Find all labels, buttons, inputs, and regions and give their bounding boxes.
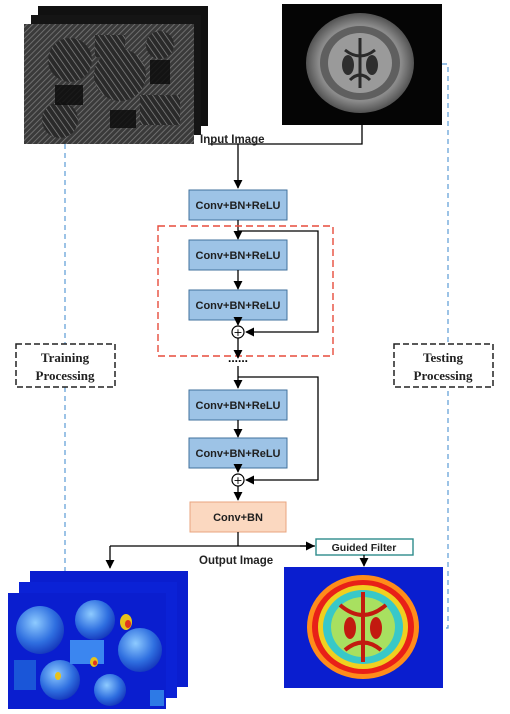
conv-bn-relu-block-3 <box>188 289 288 321</box>
testing-label-line2: Processing <box>414 368 473 383</box>
conv-bn-relu-block-4-label: Conv+BN+ReLU <box>196 400 281 412</box>
testing-input-image-brain-mri <box>282 4 442 125</box>
conv-bn-relu-block-1-label: Conv+BN+ReLU <box>196 200 281 212</box>
sum-node-1-symbol: + <box>233 326 242 339</box>
training-processing-box: Training Processing <box>15 343 116 388</box>
training-output-image-stack <box>8 571 188 709</box>
testing-output-segmentation-map <box>284 567 443 688</box>
training-label-line1: Training <box>41 350 90 365</box>
output-image-label: Output Image <box>199 555 273 567</box>
conv-bn-relu-block-1 <box>188 189 288 221</box>
sum-node-2-symbol: + <box>233 474 242 487</box>
residual-block-highlight <box>157 225 334 357</box>
training-label-line2: Processing <box>36 368 95 383</box>
conv-bn-relu-block-4 <box>188 389 288 421</box>
guided-filter-label: Guided Filter <box>332 542 397 554</box>
input-image-label: Input Image <box>200 134 265 146</box>
conv-bn-block-label: Conv+BN <box>213 512 263 524</box>
conv-bn-block <box>189 501 287 533</box>
testing-processing-box: Testing Processing <box>393 343 494 388</box>
conv-bn-relu-block-2-label: Conv+BN+ReLU <box>196 250 281 262</box>
testing-label-line1: Testing <box>423 350 463 365</box>
training-input-image-stack <box>24 6 208 144</box>
ellipsis-label: ...... <box>228 351 248 365</box>
conv-bn-relu-block-3-label: Conv+BN+ReLU <box>196 300 281 312</box>
conv-bn-relu-block-5-label: Conv+BN+ReLU <box>196 448 281 460</box>
